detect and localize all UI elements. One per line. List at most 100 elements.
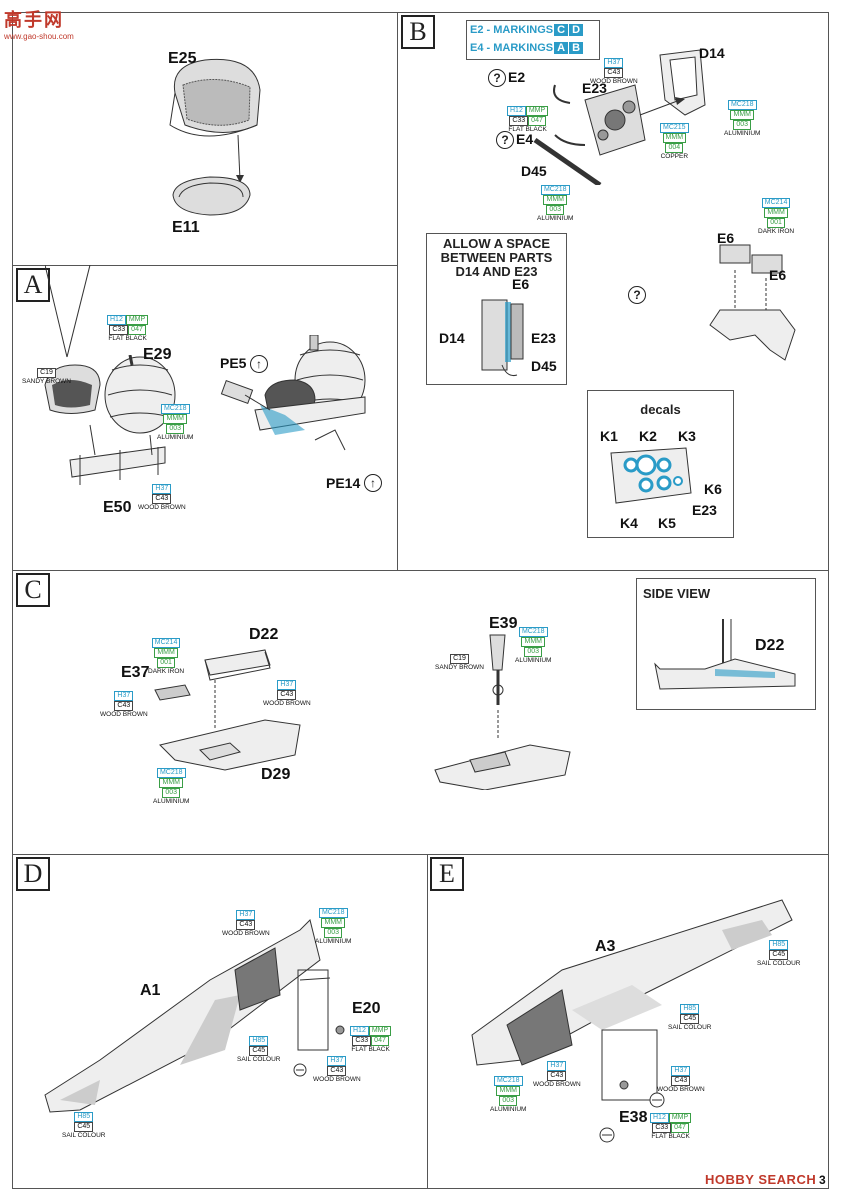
paint-name: ALUMINIUM: [490, 1106, 527, 1113]
watermark-url: www.gao-shou.com: [4, 32, 74, 41]
paint-name: DARK IRON: [148, 668, 185, 675]
paint-callout-d-sail-colour-1: H85 C45 SAIL COLOUR: [237, 1036, 280, 1064]
paint-code: 047: [528, 116, 546, 126]
paint-code: MMM: [496, 1086, 520, 1096]
paint-code: MC214: [151, 638, 181, 648]
space-note-title-3: D14 AND E23: [455, 264, 538, 279]
paint-callout-e-wood-brown-2: H37 C43 WOOD BROWN: [657, 1066, 705, 1094]
paint-code: C19: [450, 654, 469, 664]
paint-callout-b-wood-brown: H37 C43 WOOD BROWN: [590, 58, 638, 86]
paint-code: MMP: [525, 106, 549, 116]
space-note-title-2: BETWEEN PARTS: [440, 250, 553, 265]
control-column-illustration-c: [434, 634, 571, 790]
paint-code: 047: [128, 325, 146, 335]
paint-code: C45: [249, 1046, 269, 1056]
paint-name: ALUMINIUM: [724, 130, 761, 137]
part-e38: E38: [619, 1109, 648, 1126]
paint-name: ALUMINIUM: [157, 434, 194, 441]
part-d22: D22: [249, 626, 279, 643]
paint-code: C43: [152, 494, 172, 504]
paint-code: C43: [604, 68, 624, 78]
paint-name: SANDY BROWN: [435, 664, 484, 671]
paint-code: MC218: [493, 1076, 523, 1086]
seat-assembly-illustration-a: [44, 355, 176, 485]
paint-name: SAIL COLOUR: [62, 1132, 106, 1139]
paint-name: SAIL COLOUR: [237, 1056, 281, 1063]
paint-code: H37: [277, 680, 297, 690]
watermark-top: 高手网 www.gao-shou.com: [4, 6, 74, 41]
section-letter-e: E: [430, 857, 464, 891]
paint-code: 047: [671, 1123, 689, 1133]
paint-code: MC218: [156, 768, 186, 778]
decal-k3: K3: [678, 428, 696, 444]
side-view-illustration: [654, 619, 796, 690]
paint-name: ALUMINIUM: [153, 798, 190, 805]
paint-callout-c-aluminium-1: MC218 MMM 003 ALUMINIUM: [153, 768, 189, 806]
instrument-panel-illustration: [533, 49, 706, 185]
paint-code: C45: [769, 950, 789, 960]
decal-k1: K1: [600, 428, 618, 444]
decals-panel-illustration: [610, 447, 692, 504]
section-letter-a: A: [16, 268, 50, 302]
marking-letter: D: [569, 24, 584, 36]
paint-code: MMM: [154, 648, 178, 658]
paint-name: WOOD BROWN: [222, 930, 270, 937]
section-letter-c: C: [16, 573, 50, 607]
part-a1: A1: [140, 982, 161, 999]
paint-code: C33: [509, 116, 529, 126]
paint-code: 003: [733, 120, 752, 130]
decals-title: decals: [640, 402, 681, 417]
paint-code: C43: [277, 690, 297, 700]
paint-code: C43: [547, 1071, 567, 1081]
paint-name: ALUMINIUM: [315, 938, 352, 945]
part-e25: E25: [168, 50, 197, 67]
decal-k6: K6: [704, 481, 722, 497]
paint-code: H85: [680, 1004, 700, 1014]
paint-name: WOOD BROWN: [533, 1081, 581, 1088]
side-view-part-d22: D22: [755, 637, 785, 654]
watermark-cn: 高手网: [4, 10, 64, 30]
decal-e23: E23: [692, 502, 717, 518]
part-e23: E23: [582, 80, 607, 96]
paint-name: FLAT BLACK: [651, 1133, 690, 1140]
paint-code: MMM: [662, 133, 687, 143]
marking-letter: B: [569, 42, 584, 54]
paint-callout-a-sandy-brown: C19 SANDY BROWN: [22, 368, 71, 386]
paint-code: H37: [236, 910, 256, 920]
paint-code: H37: [604, 58, 624, 68]
part-d29: D29: [261, 766, 291, 783]
question-icon: ?: [628, 286, 646, 304]
watermark-bottom: HOBBY SEARCH: [705, 1172, 817, 1187]
paint-callout-d-wood-brown-1: H37 C43 WOOD BROWN: [222, 910, 270, 938]
part-e37: E37: [121, 664, 150, 681]
paint-code: H12: [107, 315, 126, 325]
paint-callout-d-aluminium: MC218 MMM 003 ALUMINIUM: [315, 908, 351, 946]
part-e50: E50: [103, 499, 132, 516]
space-note-box: ALLOW A SPACE BETWEEN PARTS D14 AND E23 …: [426, 233, 567, 385]
paint-code: MMM: [521, 637, 545, 647]
paint-code: MMP: [668, 1113, 692, 1123]
paint-code: H37: [152, 484, 172, 494]
paint-name: SANDY BROWN: [22, 378, 71, 385]
paint-code: MC214: [761, 198, 791, 208]
part-d45: D45: [521, 163, 547, 179]
paint-code: C45: [680, 1014, 700, 1024]
paint-callout-c-dark-iron: MC214 MMM 001 DARK IRON: [148, 638, 184, 676]
marking-label: E2 - MARKINGS: [470, 24, 554, 36]
divider-topleft-a: [12, 265, 397, 266]
marking-letter: C: [554, 24, 569, 36]
paint-code: C43: [671, 1076, 691, 1086]
pe5-arrow-icon: ↑: [250, 355, 268, 373]
paint-code: 003: [162, 788, 181, 798]
outer-frame: [12, 12, 829, 1189]
divider-vertical-top: [397, 12, 398, 570]
paint-code: 003: [499, 1096, 518, 1106]
paint-code: H85: [74, 1112, 94, 1122]
paint-code: C45: [74, 1122, 94, 1132]
paint-code: MC218: [160, 404, 190, 414]
section-letter-d: D: [16, 857, 50, 891]
